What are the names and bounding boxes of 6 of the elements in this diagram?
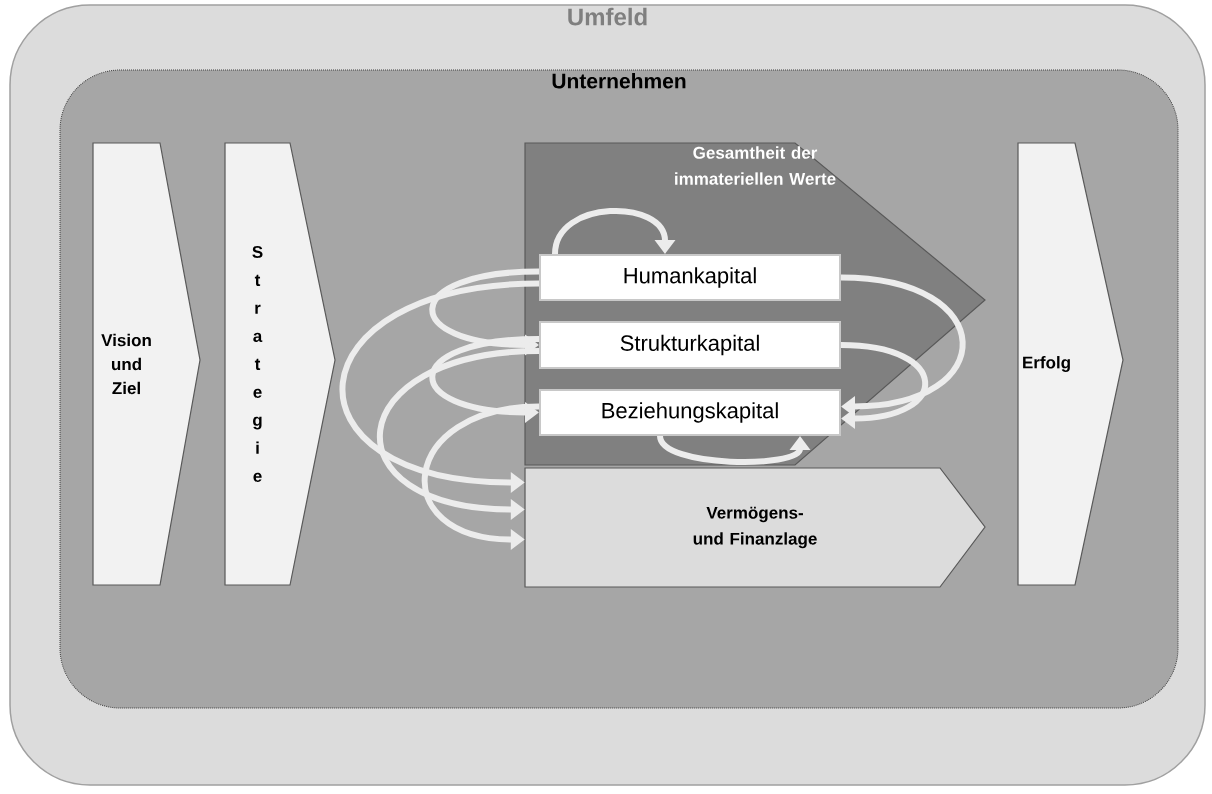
curved-arrow <box>840 342 928 429</box>
curved-arrow <box>552 208 676 255</box>
text-box: Strukturkapital <box>539 321 841 369</box>
text-box: Humankapital <box>539 254 841 301</box>
pentagon-box: Vermögens- und Finanzlage <box>524 467 986 588</box>
text-box: Beziehungskapital <box>539 389 841 436</box>
